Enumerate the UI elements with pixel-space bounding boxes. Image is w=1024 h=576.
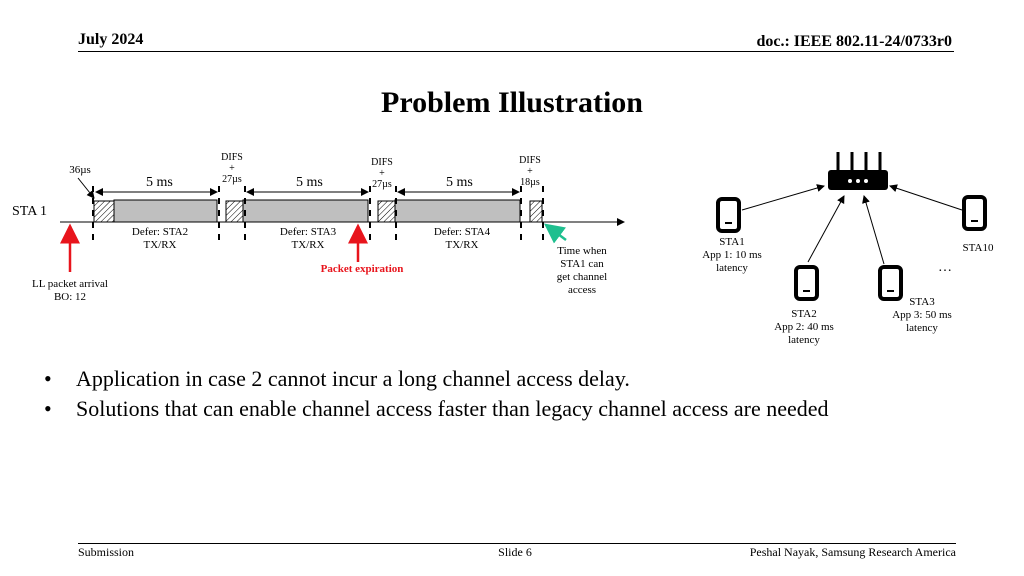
- page-title: Problem Illustration: [381, 86, 643, 119]
- bullet-list: •Application in case 2 cannot incur a lo…: [44, 364, 829, 424]
- link-sta10: [889, 184, 963, 211]
- list-item: •Solutions that can enable channel acces…: [44, 396, 829, 421]
- backoff-pointer: [77, 177, 95, 199]
- ellipsis: …: [938, 260, 952, 275]
- footer-author: Peshal Nayak, Samsung Research America: [749, 545, 956, 559]
- difs-slot-3: [529, 200, 543, 223]
- link-sta2: [807, 195, 845, 263]
- sta10-label: STA10: [962, 242, 994, 254]
- footer-left: Submission: [78, 545, 135, 559]
- difs-slot-1: [225, 200, 244, 223]
- difs-label-2: DIFS+27µs: [371, 157, 393, 190]
- backoff-slot: [93, 200, 115, 223]
- header-date: July 2024: [78, 31, 144, 48]
- access-arrow: [544, 223, 567, 244]
- packet-expiration-label: Packet expiration: [320, 263, 404, 275]
- phone-icons: [716, 195, 987, 301]
- sta1-axis-label: STA 1: [12, 204, 48, 219]
- duration-label-1: 5 ms: [146, 175, 173, 190]
- duration-label-2: 5 ms: [296, 175, 323, 190]
- duration-label-3: 5 ms: [446, 175, 473, 190]
- difs-label-3: DIFS+18µs: [519, 155, 541, 188]
- footer-slide-number: Slide 6: [498, 545, 532, 559]
- link-sta3: [862, 195, 885, 265]
- difs-label-1: DIFS+27µs: [221, 152, 243, 185]
- phone-buttons: [725, 220, 978, 292]
- phone-icon-sta1: [716, 197, 741, 233]
- dashed-markers: [92, 186, 544, 240]
- phone-icon-sta3: [878, 265, 903, 301]
- router-icon: [828, 152, 888, 190]
- backoff-label: 36µs: [69, 164, 91, 176]
- header-doc-id: doc.: IEEE 802.11-24/0733r0: [756, 33, 952, 50]
- defer-block-sta3: [242, 199, 369, 223]
- list-item: •Application in case 2 cannot incur a lo…: [44, 366, 630, 391]
- defer-block-sta4: [394, 199, 521, 223]
- footer-rule: [78, 543, 956, 544]
- difs-slot-2: [377, 200, 396, 223]
- phone-icon-sta2: [794, 265, 819, 301]
- header-rule: [78, 51, 954, 52]
- link-sta1: [741, 184, 825, 211]
- phone-icon-sta10: [962, 195, 987, 231]
- defer-block-sta2: [113, 199, 218, 223]
